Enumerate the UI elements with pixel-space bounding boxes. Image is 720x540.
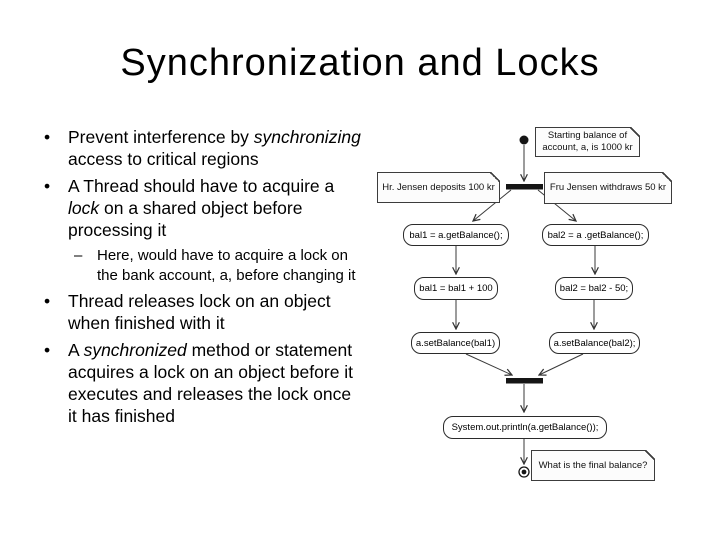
- uml-activity-diagram: Starting balance of account, a, is 1000 …: [370, 110, 690, 510]
- final-node: [518, 466, 530, 478]
- initial-node: [519, 135, 529, 145]
- action-println-balance: System.out.println(a.getBalance());: [443, 416, 607, 439]
- bullet-marker: •: [44, 340, 51, 360]
- note-text: What is the final balance?: [538, 459, 648, 471]
- bullet-item-thread-releases: • Thread releases lock on an object when…: [44, 290, 362, 334]
- action-text: bal1 = bal1 + 100: [419, 283, 493, 294]
- action-bal2-subtract: bal2 = bal2 - 50;: [555, 277, 633, 300]
- action-text: a.setBalance(bal2);: [553, 337, 636, 349]
- bullet-text-part: access to critical regions: [68, 149, 259, 169]
- bullet-marker: •: [44, 291, 51, 311]
- sub-bullet-marker: –: [74, 247, 83, 264]
- bullet-text-part: A Thread should have to acquire a: [68, 176, 335, 196]
- bullet-text: A synchronized method or statement acqui…: [68, 340, 353, 426]
- action-text: bal2 = bal2 - 50;: [559, 283, 629, 294]
- action-text: bal1 = a.getBalance();: [409, 229, 503, 241]
- bullet-text-part: on a shared object before processing it: [68, 198, 303, 240]
- bullet-text-italic: synchronized: [83, 340, 187, 360]
- fork-bar: [506, 184, 543, 190]
- note-fru-jensen: Fru Jensen withdraws 50 kr: [544, 172, 672, 204]
- action-bal1-getbalance: bal1 = a.getBalance();: [403, 224, 509, 246]
- note-text: Hr. Jensen deposits 100 kr: [382, 181, 495, 193]
- bullet-marker: •: [44, 127, 51, 147]
- action-bal1-add: bal1 = bal1 + 100: [414, 277, 498, 300]
- bullet-text: Thread releases lock on an object when f…: [68, 291, 331, 333]
- bullet-text-italic: synchronizing: [253, 127, 361, 147]
- note-text: Starting balance of account, a, is 1000 …: [542, 130, 633, 153]
- bullet-list: • Prevent interference by synchronizing …: [44, 126, 362, 432]
- bullet-text-part: Prevent interference by: [68, 127, 254, 147]
- note-hr-jensen: Hr. Jensen deposits 100 kr: [377, 172, 500, 203]
- action-text: System.out.println(a.getBalance());: [451, 422, 599, 433]
- note-final-balance: What is the final balance?: [531, 450, 655, 481]
- bullet-marker: •: [44, 176, 51, 196]
- action-bal2-getbalance: bal2 = a .getBalance();: [542, 224, 649, 246]
- bullet-item-prevent-interference: • Prevent interference by synchronizing …: [44, 126, 362, 170]
- bullet-text: A Thread should have to acquire a lock o…: [68, 176, 334, 240]
- slide-title: Synchronization and Locks: [120, 42, 600, 84]
- sub-bullet-text: Here, would have to acquire a lock on th…: [97, 247, 356, 284]
- join-bar: [506, 378, 543, 384]
- sub-bullet-item-bank-account: – Here, would have to acquire a lock on …: [74, 246, 362, 285]
- diagram-connectors: [370, 135, 690, 478]
- bullet-text: Prevent interference by synchronizing ac…: [68, 127, 361, 169]
- action-text: a.setBalance(bal1): [415, 337, 496, 349]
- note-text: Fru Jensen withdraws 50 kr: [549, 182, 667, 193]
- final-node-dot: [521, 469, 527, 475]
- bullet-item-thread-lock: • A Thread should have to acquire a lock…: [44, 175, 362, 241]
- bullet-text-italic: lock: [68, 198, 100, 218]
- action-setbalance-bal2: a.setBalance(bal2);: [549, 332, 640, 354]
- action-setbalance-bal1: a.setBalance(bal1): [411, 332, 500, 354]
- bullet-item-synchronized-method: • A synchronized method or statement acq…: [44, 339, 362, 427]
- action-text: bal2 = a .getBalance();: [547, 229, 644, 241]
- bullet-text-part: A: [68, 340, 84, 360]
- note-starting-balance: Starting balance of account, a, is 1000 …: [535, 127, 640, 157]
- bullet-text-part: method or statement acquires a lock on a…: [68, 340, 354, 426]
